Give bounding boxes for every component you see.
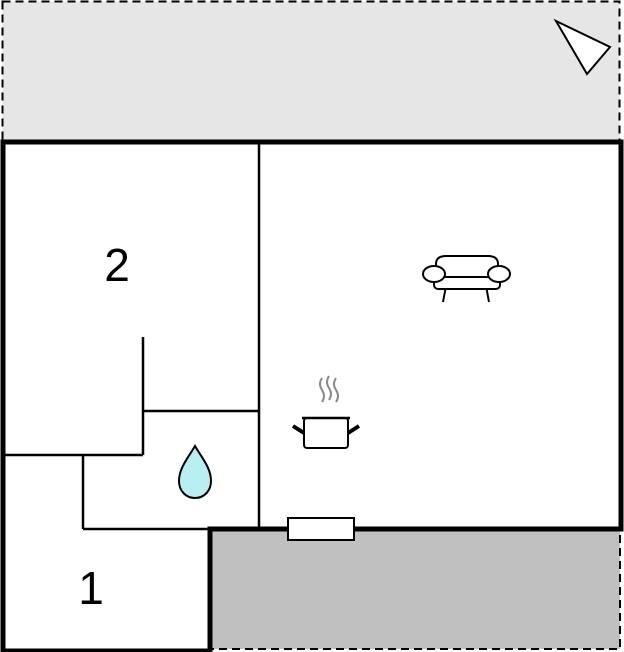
compass-north-arrow-icon [553, 18, 612, 76]
room-label-1: 1 [78, 562, 104, 614]
sofa-icon [422, 255, 511, 303]
terrace-bottom [209, 528, 621, 650]
cooking-pot-icon [291, 375, 361, 449]
water-drop-icon [177, 444, 213, 500]
room-label-2: 2 [104, 239, 130, 291]
terrace-top [1, 0, 621, 144]
door-icon [287, 517, 355, 541]
interior-walls [3, 142, 261, 531]
